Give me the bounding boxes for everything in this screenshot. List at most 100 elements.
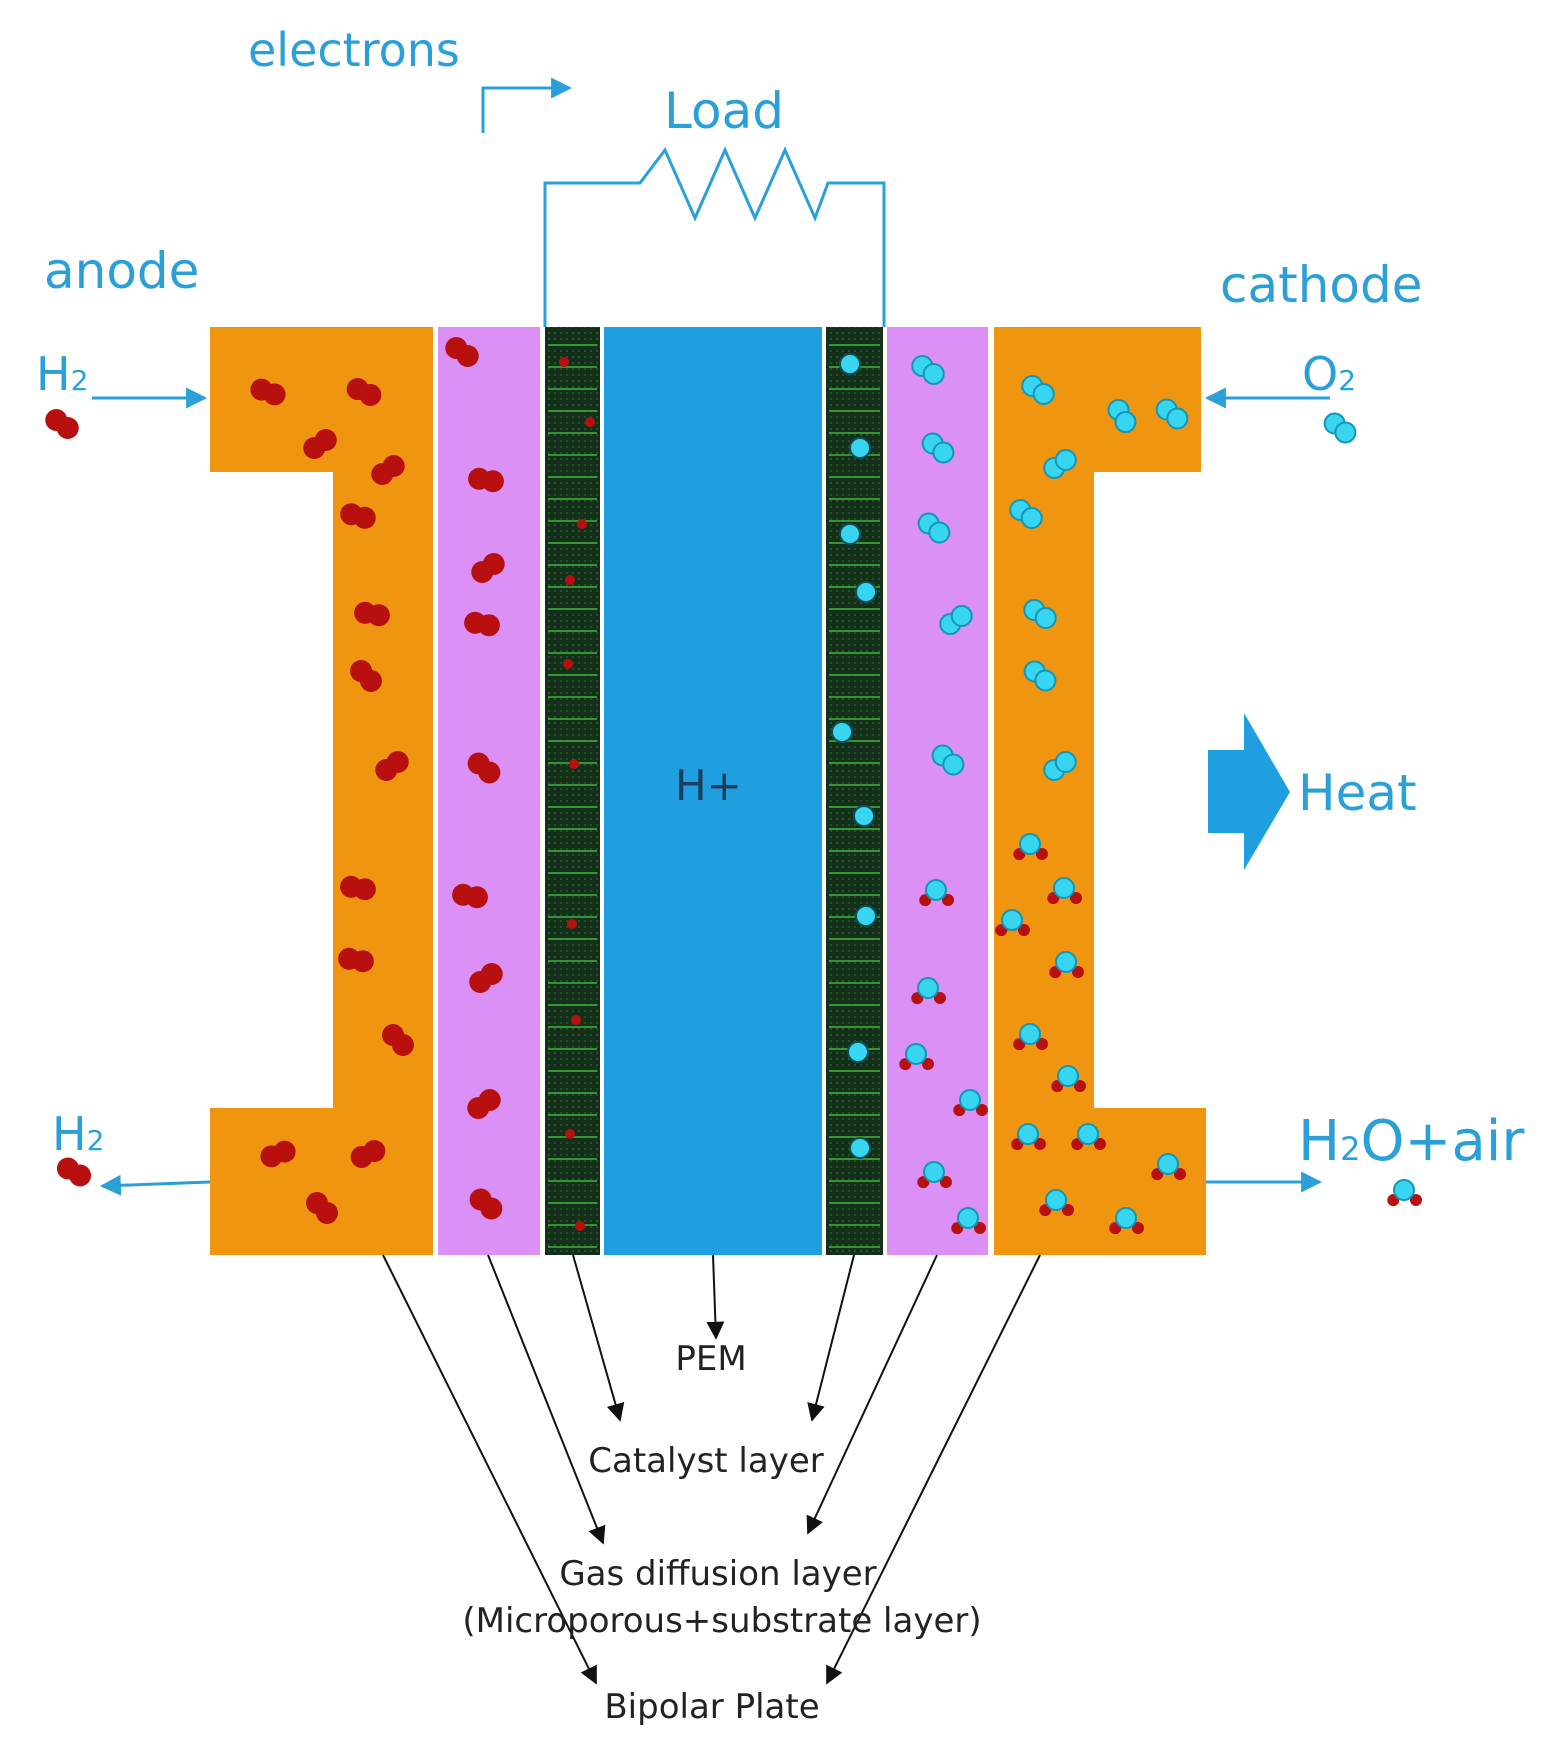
- oxygen-atom: [849, 1137, 871, 1159]
- hydrogen-molecule: [45, 408, 79, 440]
- oxygen-atom: [831, 721, 853, 743]
- oxygen-atom: [853, 805, 875, 827]
- oxygen-molecule: [939, 604, 973, 636]
- oxygen-molecule: [1021, 374, 1055, 406]
- catalyst-right-callout-arrow: [807, 1254, 855, 1422]
- external-circuit-wire: [543, 146, 886, 327]
- oxygen-atom: [849, 437, 871, 459]
- hydrogen-molecule: [371, 454, 405, 486]
- hydrogen-molecule: [346, 378, 382, 406]
- hydrogen-molecule: [467, 1088, 501, 1120]
- proton-dot: [563, 659, 573, 669]
- proton-dot: [575, 1221, 585, 1231]
- proton-dot: [569, 759, 579, 769]
- h2-outlet-arrow: [99, 1174, 211, 1196]
- hydrogen-molecule: [382, 1024, 414, 1056]
- cathode-catalyst-layer: [826, 327, 883, 1255]
- proton-dot: [567, 919, 577, 929]
- hydrogen-molecule: [340, 875, 376, 901]
- hydrogen-molecule: [464, 611, 500, 637]
- oxygen-molecule: [931, 744, 965, 776]
- anode-catalyst-stripes: [548, 344, 597, 1248]
- oxygen-molecule: [1009, 498, 1043, 530]
- hydrogen-molecule: [306, 1192, 338, 1224]
- gdl-right-callout-arrow: [806, 1254, 938, 1535]
- water-molecule: [951, 1207, 986, 1235]
- water-molecule: [1387, 1179, 1422, 1207]
- oxygen-atom: [855, 581, 877, 603]
- oxygen-atom: [839, 353, 861, 375]
- water-molecule: [953, 1089, 988, 1117]
- water-molecule: [899, 1043, 934, 1071]
- catalyst-left-callout-arrow: [572, 1254, 625, 1422]
- hydrogen-molecule: [350, 660, 382, 692]
- hydrogen-molecule: [250, 378, 286, 406]
- oxygen-atom: [855, 905, 877, 927]
- water-molecule: [995, 909, 1030, 937]
- water-molecule: [1039, 1189, 1074, 1217]
- hydrogen-molecule: [375, 750, 409, 782]
- water-molecule: [1051, 1065, 1086, 1093]
- water-molecule: [1049, 951, 1084, 979]
- hydrogen-molecule: [338, 947, 374, 973]
- hydrogen-molecule: [354, 601, 390, 627]
- pem-callout-arrow: [706, 1254, 725, 1340]
- hydrogen-molecule: [469, 962, 503, 994]
- h2o-air-outlet-label: H2O+air: [1298, 1109, 1525, 1174]
- oxygen-molecule: [1323, 412, 1357, 444]
- water-molecule: [1013, 1023, 1048, 1051]
- oxygen-molecule: [1155, 398, 1189, 430]
- hydrogen-molecule: [452, 883, 488, 909]
- hydrogen-molecule: [471, 552, 505, 584]
- catalyst-layer-callout-label: Catalyst layer: [588, 1441, 823, 1481]
- anode-bipolar-plate: [210, 327, 433, 1255]
- water-molecule: [1109, 1207, 1144, 1235]
- proton-dot: [571, 1015, 581, 1025]
- proton-dot: [559, 357, 569, 367]
- oxygen-molecule: [1043, 448, 1077, 480]
- pem-callout-label: PEM: [675, 1339, 746, 1379]
- cathode-bipolar-plate: [994, 327, 1206, 1255]
- hydrogen-molecule: [340, 503, 376, 529]
- oxygen-molecule: [911, 354, 945, 386]
- o2-inlet-label: O2: [1302, 347, 1356, 401]
- proton-dot: [585, 417, 595, 427]
- h2-inlet-label: H2: [36, 347, 88, 401]
- oxygen-atom: [847, 1041, 869, 1063]
- water-molecule: [1071, 1123, 1106, 1151]
- water-molecule: [917, 1161, 952, 1189]
- gas-diffusion-layer-callout-label: Gas diffusion layer: [559, 1554, 876, 1594]
- gas-particles: [45, 336, 1422, 1235]
- oxygen-molecule: [1043, 750, 1077, 782]
- bipolar-right-callout-arrow: [826, 1254, 1041, 1685]
- hydrogen-molecule: [56, 1157, 92, 1187]
- h-plus-label: H+: [675, 761, 742, 810]
- proton-dot: [565, 575, 575, 585]
- water-molecule: [1011, 1123, 1046, 1151]
- hydrogen-molecule: [445, 336, 479, 368]
- oxygen-molecule: [1023, 660, 1057, 692]
- hydrogen-molecule: [260, 1140, 296, 1168]
- anode-gas-diffusion-layer: [438, 327, 540, 1255]
- heat-label: Heat: [1298, 764, 1417, 822]
- water-molecule: [1047, 877, 1082, 905]
- hydrogen-molecule: [350, 1140, 386, 1168]
- oxygen-molecule: [1023, 598, 1057, 630]
- electron-flow-arrow: [481, 77, 573, 133]
- water-molecule: [1013, 833, 1048, 861]
- proton-dot: [577, 519, 587, 529]
- cathode-gas-diffusion-layer: [887, 327, 988, 1255]
- cathode-label: cathode: [1220, 256, 1423, 314]
- electrons-label: electrons: [248, 23, 460, 77]
- anode-catalyst-layer: [545, 327, 600, 1255]
- pem-membrane: [604, 327, 822, 1255]
- heat-arrow: [1208, 713, 1290, 870]
- anode-label: anode: [44, 242, 199, 300]
- water-molecule: [1151, 1153, 1186, 1181]
- gas-diffusion-detail-label: (Microporous+substrate layer): [462, 1601, 981, 1641]
- water-molecule: [911, 977, 946, 1005]
- bipolar-plate-callout-label: Bipolar Plate: [604, 1687, 819, 1727]
- proton-dot: [565, 1129, 575, 1139]
- oxygen-molecule: [917, 512, 951, 544]
